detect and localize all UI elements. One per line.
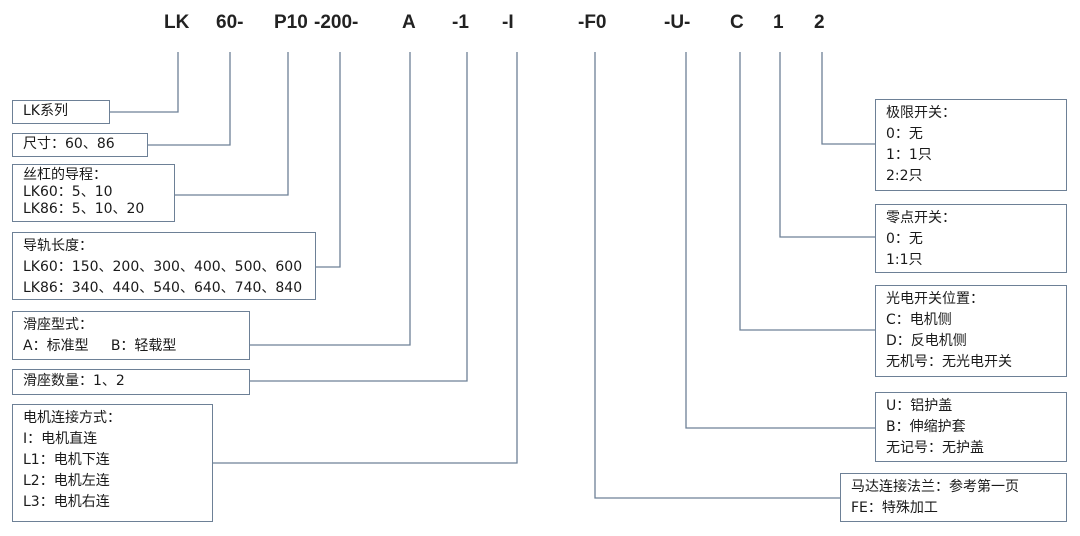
code-length: -200- xyxy=(314,12,359,33)
code-photo-switch: C xyxy=(730,12,744,33)
connector-line xyxy=(250,52,411,346)
connector-line xyxy=(213,52,518,464)
slider-count-box: 滑座数量：1、2 xyxy=(12,369,250,395)
connector-line xyxy=(739,52,875,331)
series-box: LK系列 xyxy=(12,100,110,124)
size-box: 尺寸：60、86 xyxy=(12,133,148,157)
code-flange: -F0 xyxy=(578,12,607,33)
connector-line xyxy=(148,52,231,146)
code-limit-switch: 2 xyxy=(814,12,825,33)
slider-type-box: 滑座型式：A：标准型 B：轻载型 xyxy=(12,311,250,360)
connector-line xyxy=(175,52,289,196)
code-cover: -U- xyxy=(664,12,691,33)
code-slider-count: -1 xyxy=(452,12,469,33)
code-series: LK xyxy=(164,12,190,33)
connector-line xyxy=(316,52,341,268)
code-slider-type: A xyxy=(402,12,416,33)
code-motor-connection: -I xyxy=(502,12,514,33)
connector-line xyxy=(250,52,468,382)
connector-line xyxy=(110,52,179,113)
code-zero-switch: 1 xyxy=(773,12,784,33)
connector-line xyxy=(779,52,875,238)
connector-line xyxy=(821,52,875,145)
code-size: 60- xyxy=(216,12,244,33)
connector-line xyxy=(685,52,875,429)
connector-line xyxy=(594,52,840,499)
code-lead: P10 xyxy=(274,12,308,33)
